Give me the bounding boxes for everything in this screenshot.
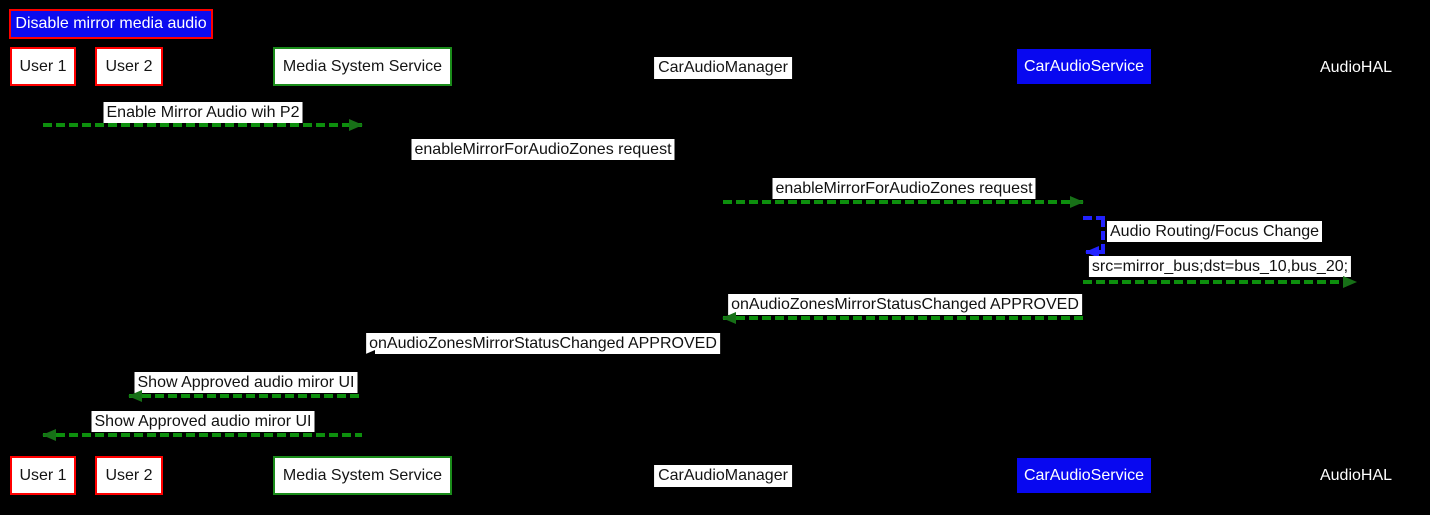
participant-caraudiomanager-top: CarAudioManager <box>654 57 792 79</box>
message-arrow-enable-mirror-zones-1 <box>362 158 724 170</box>
message-label-status-changed-approved-1: onAudioZonesMirrorStatusChanged APPROVED <box>728 294 1082 315</box>
participant-media-system-service-bottom: Media System Service <box>273 456 452 495</box>
message-arrow-src-mirror-bus <box>1083 276 1357 288</box>
message-label-status-changed-approved-2: onAudioZonesMirrorStatusChanged APPROVED <box>366 333 720 354</box>
message-arrow-show-approved-ui-user2 <box>128 390 362 402</box>
message-arrow-show-approved-ui-user1 <box>42 429 362 441</box>
message-arrow-status-changed-approved-1 <box>722 312 1083 324</box>
participant-caraudioservice-top: CarAudioService <box>1017 49 1151 84</box>
self-loop-top-line <box>1083 216 1105 220</box>
participant-media-system-service-top: Media System Service <box>273 47 452 86</box>
message-label-src-mirror-bus: src=mirror_bus;dst=bus_10,bus_20; <box>1088 256 1352 277</box>
participant-user2-top: User 2 <box>95 47 163 86</box>
self-loop-vertical-line <box>1101 216 1105 253</box>
self-loop-return-arrow <box>1085 246 1105 258</box>
participant-user1-bottom: User 1 <box>10 456 76 495</box>
message-label-show-approved-ui-user2: Show Approved audio miror UI <box>134 372 358 393</box>
message-label-show-approved-ui-user1: Show Approved audio miror UI <box>91 411 315 432</box>
participant-audiohal-bottom: AudioHAL <box>1319 467 1393 484</box>
participant-caraudioservice-bottom: CarAudioService <box>1017 458 1151 493</box>
message-label-enable-mirror-audio: Enable Mirror Audio wih P2 <box>103 102 303 123</box>
diagram-title: Disable mirror media audio <box>9 9 213 39</box>
message-label-enable-mirror-zones-1: enableMirrorForAudioZones request <box>411 139 675 160</box>
message-arrow-enable-mirror-audio <box>43 119 363 131</box>
participant-user2-bottom: User 2 <box>95 456 163 495</box>
participant-caraudiomanager-bottom: CarAudioManager <box>654 465 792 487</box>
participant-user1-top: User 1 <box>10 47 76 86</box>
message-arrow-status-changed-approved-2 <box>361 350 723 362</box>
message-label-audio-routing-focus-change: Audio Routing/Focus Change <box>1107 221 1323 242</box>
message-arrow-enable-mirror-zones-2 <box>723 196 1084 208</box>
message-label-enable-mirror-zones-2: enableMirrorForAudioZones request <box>772 178 1036 199</box>
participant-audiohal-top: AudioHAL <box>1319 59 1393 76</box>
